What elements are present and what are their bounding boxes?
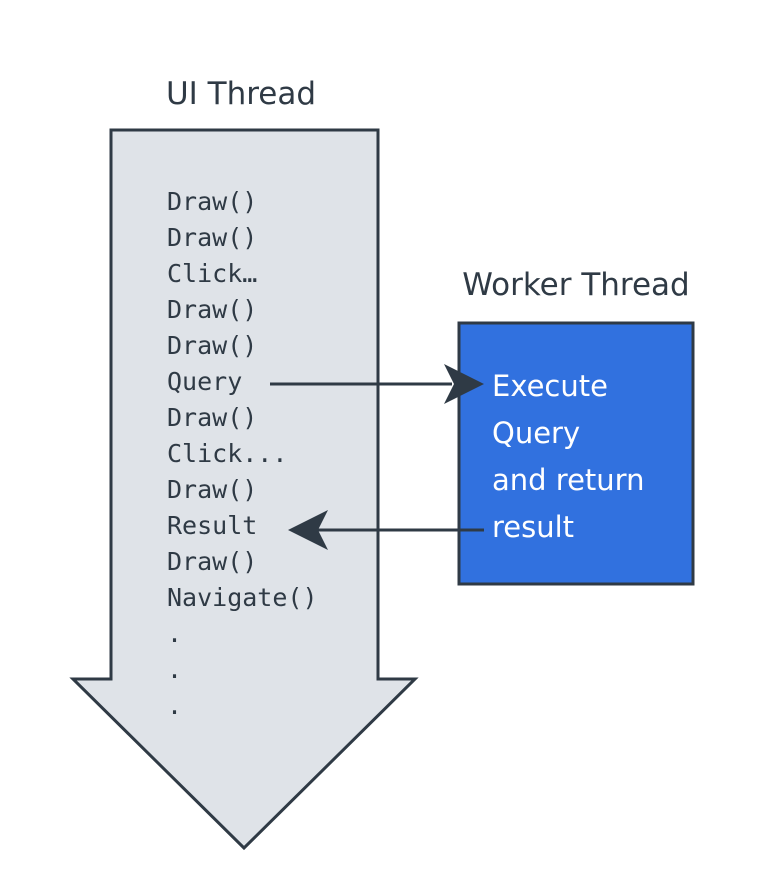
ui-thread-title: UI Thread [166,76,316,112]
ui-thread-event: Draw() [167,475,257,504]
ui-thread-event: Result [167,511,257,540]
ui-thread-event: Draw() [167,295,257,324]
ui-thread-event: . [167,691,182,720]
ui-thread-event: Click... [167,439,287,468]
ui-thread-event: Draw() [167,223,257,252]
worker-thread-title: Worker Thread [462,267,689,303]
ui-thread-event: Click… [167,259,257,288]
query-connector [270,364,484,404]
ui-thread-arrow [69,128,419,851]
worker-thread-box [457,321,695,586]
result-connector [288,510,484,550]
ui-thread-event: Query [167,367,242,396]
ui-thread-event: Draw() [167,547,257,576]
ui-thread-event: Navigate() [167,583,318,612]
worker-thread-line: Execute [492,369,608,403]
worker-thread-line: and return [492,463,644,497]
ui-thread-event: . [167,655,182,684]
result-arrowhead-icon [288,510,328,550]
worker-thread-line: Query [492,416,580,450]
ui-thread-event: Draw() [167,331,257,360]
ui-thread-events: Draw()Draw()Click…Draw()Draw()QueryDraw(… [167,187,318,720]
query-arrowhead-icon [444,364,484,404]
worker-thread-line: result [492,510,574,544]
ui-thread-event: Draw() [167,403,257,432]
ui-thread-event: Draw() [167,187,257,216]
ui-thread-event: . [167,619,182,648]
